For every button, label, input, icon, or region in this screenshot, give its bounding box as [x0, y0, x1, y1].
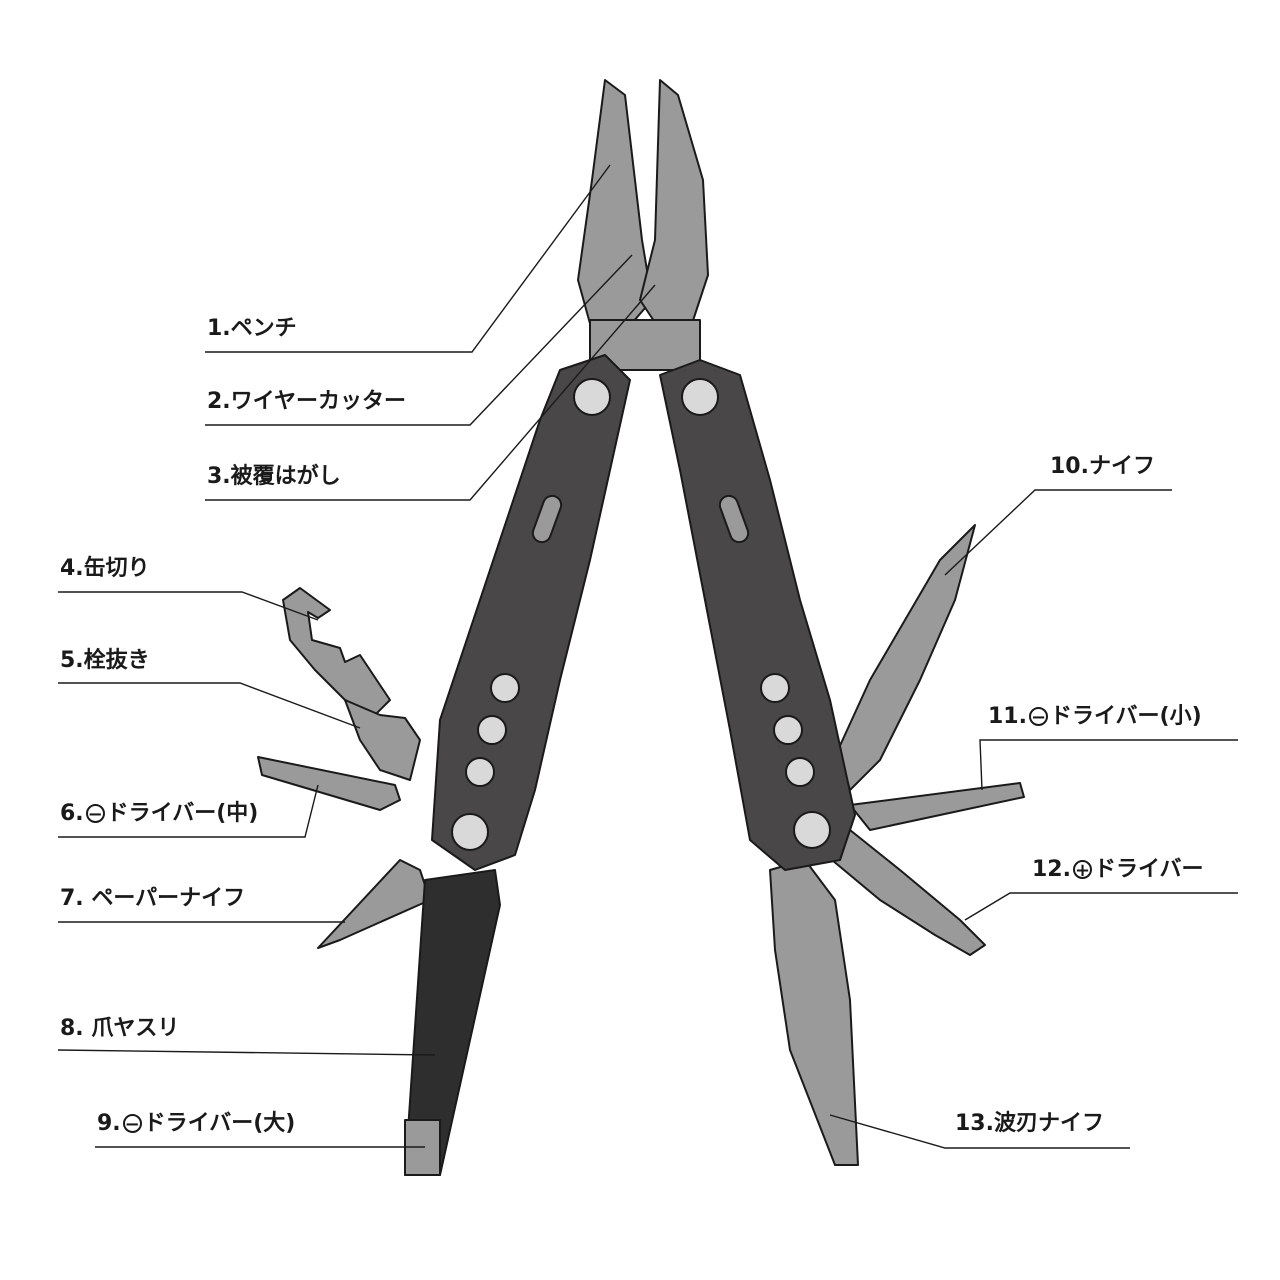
knife: [837, 524, 976, 791]
screw: [785, 757, 815, 787]
label-flat-screwdriver-small: 11.−ドライバー(小): [988, 704, 1202, 729]
leader-11: [979, 739, 1238, 791]
screw: [760, 673, 790, 703]
leader-10: [944, 489, 1172, 576]
leader-6: [58, 784, 319, 838]
handle-slot: [531, 494, 563, 544]
label-bottle-opener: 5.栓抜き: [60, 648, 150, 673]
label-flat-screwdriver-medium: 6.−ドライバー(中): [60, 801, 259, 826]
minus-circle-icon: −: [1028, 707, 1048, 728]
screw: [793, 811, 831, 849]
plus-circle-icon: +: [1072, 860, 1092, 881]
label-phillips-screwdriver: 12.+ドライバー: [1032, 857, 1204, 882]
minus-circle-icon: −: [122, 1114, 142, 1135]
screw: [573, 378, 611, 416]
screw: [773, 715, 803, 745]
paper-knife: [317, 859, 431, 949]
leader-3: [205, 284, 656, 501]
leader-12: [964, 892, 1238, 921]
label-nail-file: 8. 爪ヤスリ: [60, 1016, 180, 1041]
serrated-knife: [769, 859, 859, 1166]
leader-13: [829, 1114, 1130, 1149]
plier-jaw-left: [577, 79, 653, 361]
can-opener: [282, 587, 391, 716]
leader-8: [57, 1049, 436, 1056]
label-pliers: 1.ペンチ: [207, 316, 297, 341]
plier-jaw-right: [639, 79, 709, 361]
screw: [465, 757, 495, 787]
minus-circle-icon: −: [85, 804, 105, 825]
label-serrated-knife: 13.波刃ナイフ: [955, 1111, 1104, 1136]
label-wire-stripper: 3.被覆はがし: [207, 464, 341, 489]
bottle-opener: [344, 699, 421, 781]
flat-screwdriver-medium: [257, 756, 401, 811]
label-wire-cutter: 2.ワイヤーカッター: [207, 389, 407, 414]
leader-4: [58, 591, 319, 621]
flat-screwdriver-small: [849, 782, 1025, 831]
label-flat-screwdriver-large: 9.−ドライバー(大): [97, 1111, 296, 1136]
leader-5: [58, 682, 361, 729]
left-handle: [431, 354, 631, 871]
phillips-screwdriver: [819, 829, 986, 956]
screw: [681, 378, 719, 416]
label-paper-knife: 7. ペーパーナイフ: [60, 886, 246, 911]
leader-2: [205, 254, 633, 426]
screw: [490, 673, 520, 703]
label-knife: 10.ナイフ: [1050, 454, 1155, 479]
leader-1: [205, 164, 611, 353]
right-handle: [659, 359, 856, 871]
handle-slot: [718, 494, 750, 544]
label-can-opener: 4.缶切り: [60, 556, 150, 581]
screw: [477, 715, 507, 745]
screw: [451, 813, 489, 851]
